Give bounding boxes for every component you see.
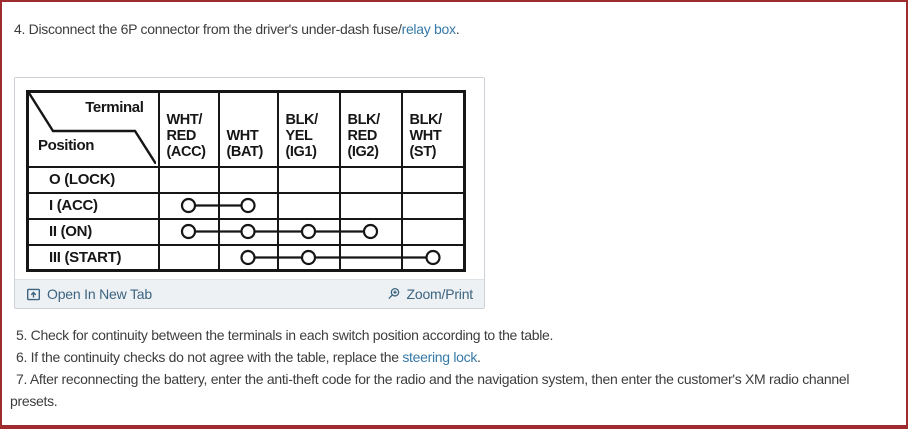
table-cell [217, 243, 279, 272]
table-row-label: O (LOCK) [26, 165, 160, 194]
step-5: 5. Check for continuity between the term… [16, 327, 554, 343]
image-toolbar: Open In New Tab Zoom/Print [15, 279, 484, 308]
table-header-cell-ig2: BLK/RED(IG2) [338, 90, 403, 168]
open-in-new-tab-icon [26, 287, 41, 302]
step-7: 7. After reconnecting the battery, enter… [10, 371, 850, 409]
open-in-new-tab-button[interactable]: Open In New Tab [26, 286, 152, 302]
table-cell [400, 191, 466, 220]
table-cell [338, 243, 403, 272]
table-row-label: I (ACC) [26, 191, 160, 220]
step-6-text: 6. If the continuity checks do not agree… [16, 349, 403, 365]
table-cell [400, 217, 466, 246]
table-cell [276, 165, 341, 194]
corner-position-label: Position [38, 136, 94, 154]
table-cell [217, 191, 279, 220]
step-4-text: 4. Disconnect the 6P connector from the … [14, 21, 402, 37]
open-in-new-tab-label: Open In New Tab [47, 286, 152, 302]
table-cell [400, 243, 466, 272]
relay-box-link[interactable]: relay box [401, 21, 456, 37]
corner-terminal-label: Terminal [85, 99, 144, 116]
step-4: 4. Disconnect the 6P connector from the … [14, 21, 460, 37]
table-cell [276, 191, 341, 220]
zoom-print-label: Zoom/Print [406, 286, 474, 302]
steps-5-7: 5. Check for continuity between the term… [10, 324, 900, 412]
table-cell [217, 165, 279, 194]
steering-lock-link[interactable]: steering lock [402, 349, 478, 365]
step-6-period: . [477, 349, 481, 365]
table-header-cell-bat: WHT(BAT) [217, 90, 279, 168]
table-cell [157, 217, 220, 246]
table-row-label: II (ON) [26, 217, 160, 246]
table-row-label: III (START) [26, 243, 160, 272]
table-cell [157, 191, 220, 220]
table-cell [276, 217, 341, 246]
table-cell [338, 191, 403, 220]
table-cell [276, 243, 341, 272]
zoom-print-button[interactable]: Zoom/Print [386, 286, 473, 302]
table-cell [157, 165, 220, 194]
table-header-cell-st: BLK/WHT(ST) [400, 90, 466, 168]
magnifier-plus-icon [386, 287, 401, 302]
table-cell [338, 217, 403, 246]
table-header-cell-ig1: BLK/YEL(IG1) [276, 90, 341, 168]
table-cell [400, 165, 466, 194]
table-header-cell-acc: WHT/RED(ACC) [157, 90, 220, 168]
table-cell [338, 165, 403, 194]
table-cell [157, 243, 220, 272]
step-4-period: . [455, 21, 460, 37]
table-cell [217, 217, 279, 246]
step-6: 6. If the continuity checks do not agree… [10, 346, 900, 368]
